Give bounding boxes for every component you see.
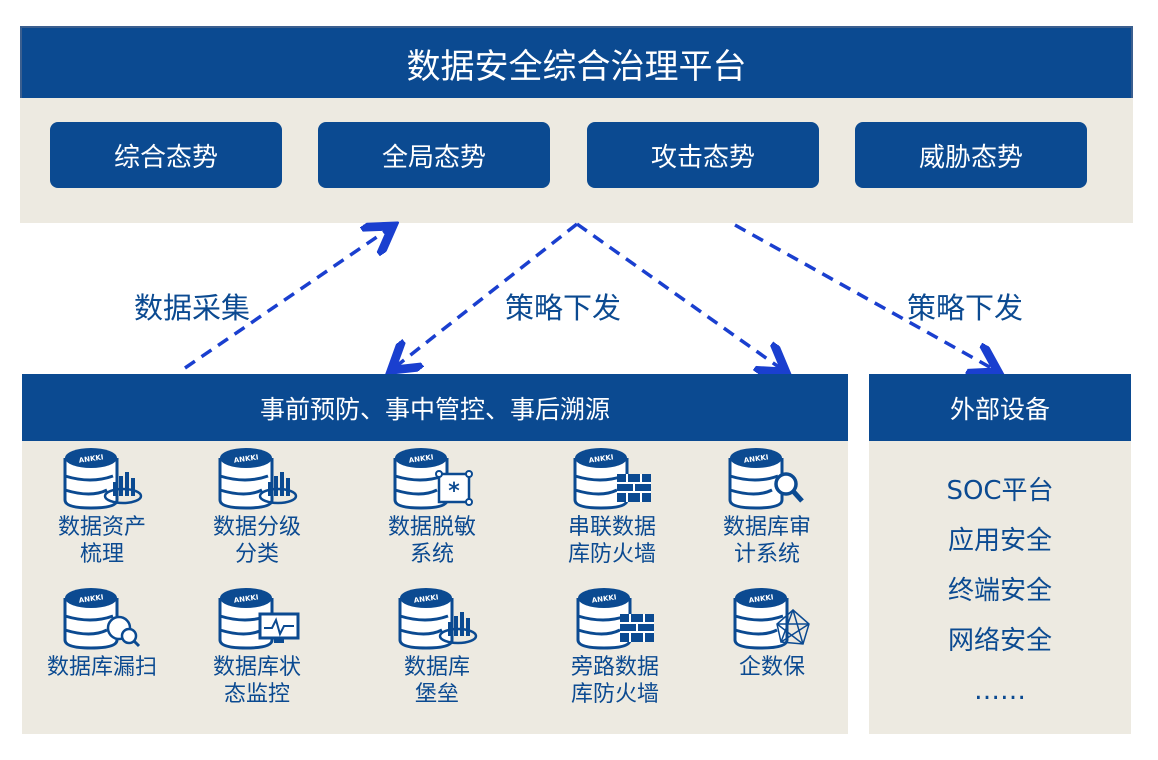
item-label: 数据分级 分类 — [212, 515, 301, 567]
external-devices-panel: 外部设备 SOC平台 应用安全 终端安全 网络安全 …… — [869, 374, 1131, 734]
security-product-item: ANKKI 数据库漏扫 — [27, 586, 177, 681]
svg-text:*: * — [448, 479, 460, 504]
security-product-item: ANKKI 企数保 — [697, 586, 847, 681]
external-header: 外部设备 — [869, 374, 1131, 441]
brand-logo-text: ANKKI — [588, 453, 614, 464]
item-label: 串联数据 库防火墙 — [567, 515, 656, 567]
brand-logo-text: ANKKI — [591, 593, 617, 604]
item-label: 数据库 堡垒 — [403, 655, 470, 707]
item-label: 数据资产 梳理 — [57, 515, 146, 567]
tab-overall-situation[interactable]: 综合态势 — [50, 122, 282, 188]
database-search-icon: ANKKI — [728, 448, 804, 510]
database-chart-icon: ANKKI — [63, 448, 143, 510]
item-label: 数据脱敏 系统 — [387, 515, 476, 567]
top-panel: 综合态势 全局态势 攻击态势 威胁态势 — [20, 98, 1133, 223]
prevention-panel: 事前预防、事中管控、事后溯源 ANKKI 数据资产 梳理 ANKKI 数据分级 … — [22, 374, 848, 734]
database-monitor-icon: ANKKI — [218, 588, 300, 650]
database-mask-icon: ANKKI * — [393, 448, 473, 510]
platform-title: 数据安全综合治理平台 — [20, 26, 1133, 100]
database-firewall-icon: ANKKI — [573, 448, 651, 510]
brand-logo-text: ANKKI — [748, 593, 774, 604]
tab-threat-situation[interactable]: 威胁态势 — [855, 122, 1087, 188]
item-label: 数据库状 态监控 — [212, 655, 301, 707]
tab-global-situation[interactable]: 全局态势 — [318, 122, 550, 188]
brand-logo-text: ANKKI — [233, 453, 259, 464]
policy-label-left: 策略下发 — [505, 291, 622, 325]
policy-arrow-right — [734, 223, 995, 370]
collect-arrow — [184, 228, 390, 370]
prevention-header: 事前预防、事中管控、事后溯源 — [22, 374, 848, 441]
item-label: 数据库漏扫 — [46, 655, 157, 680]
security-product-item: ANKKI 串联数据 库防火墙 — [537, 446, 687, 568]
external-item-network-security: 网络安全 — [947, 626, 1052, 656]
brand-logo-text: ANKKI — [78, 453, 104, 464]
external-item-soc: SOC平台 — [946, 476, 1054, 506]
external-item-more: …… — [974, 676, 1026, 706]
external-item-app-security: 应用安全 — [947, 526, 1052, 556]
item-label: 企数保 — [738, 655, 805, 680]
database-firewall-icon: ANKKI — [576, 588, 654, 650]
brand-logo-text: ANKKI — [743, 453, 769, 464]
collect-label: 数据采集 — [134, 291, 251, 325]
item-label: 旁路数据 库防火墙 — [570, 655, 659, 707]
item-label: 数据库审 计系统 — [722, 515, 811, 567]
security-product-item: ANKKI 数据库审 计系统 — [692, 446, 842, 568]
database-chart-icon: ANKKI — [398, 588, 478, 650]
security-product-item: ANKKI 旁路数据 库防火墙 — [540, 586, 690, 708]
database-network-icon: ANKKI — [733, 588, 810, 650]
policy-arrow-center — [575, 222, 783, 370]
brand-logo-text: ANKKI — [78, 593, 104, 604]
database-bug-icon: ANKKI — [63, 588, 141, 650]
policy-label-right: 策略下发 — [907, 291, 1024, 325]
brand-logo-text: ANKKI — [233, 593, 259, 604]
security-product-item: ANKKI 数据库状 态监控 — [182, 586, 332, 708]
database-chart-icon: ANKKI — [218, 448, 298, 510]
brand-logo-text: ANKKI — [413, 593, 439, 604]
security-product-item: ANKKI 数据分级 分类 — [182, 446, 332, 568]
tab-attack-situation[interactable]: 攻击态势 — [587, 122, 819, 188]
external-item-endpoint-security: 终端安全 — [947, 576, 1052, 606]
security-product-item: ANKKI 数据库 堡垒 — [362, 586, 512, 708]
security-product-item: ANKKI * 数据脱敏 系统 — [357, 446, 507, 568]
brand-logo-text: ANKKI — [408, 453, 434, 464]
security-product-item: ANKKI 数据资产 梳理 — [27, 446, 177, 568]
